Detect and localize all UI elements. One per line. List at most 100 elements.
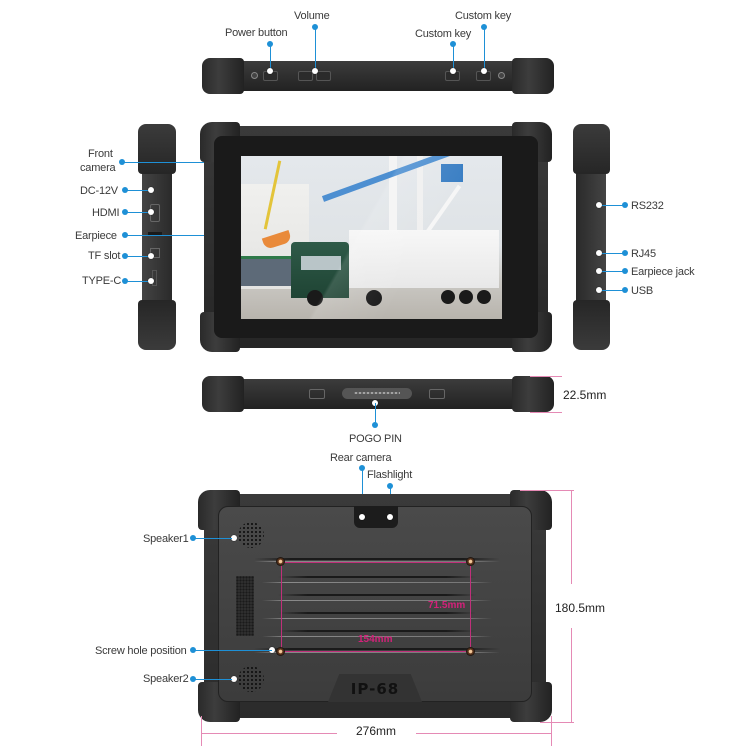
point-rear-camera (359, 514, 365, 520)
left-side-top-bumper (138, 124, 176, 174)
screw-hole-br (466, 647, 475, 656)
leader-front-camera (121, 162, 219, 163)
right-side-body (576, 144, 606, 330)
leader-dot-power (267, 41, 273, 47)
leader-dot-earpiece (122, 232, 128, 238)
rear-view: 71.5mm 154mm IP-68 (198, 490, 552, 722)
thickness-line-bottom (530, 412, 562, 413)
label-front-camera-line2: camera (80, 162, 116, 174)
leader-pogo-pin (375, 403, 376, 425)
height-line-upper (571, 490, 572, 584)
leader-dot-volume (312, 24, 318, 30)
rib-6 (254, 648, 500, 650)
mount-height-dimension: 71.5mm (428, 600, 466, 611)
top-view-left-bumper (202, 58, 244, 94)
label-custom-key-2: Custom key (455, 10, 512, 22)
label-power-button: Power button (225, 27, 288, 39)
bottom-view (202, 376, 554, 412)
leader-rear-camera (362, 468, 363, 516)
earpiece-port (148, 232, 162, 236)
top-screw-right (498, 72, 505, 79)
leader-dot-dc12v (122, 187, 128, 193)
height-line-bottom (540, 722, 574, 723)
leader-usb (599, 290, 625, 291)
thickness-line-top (530, 376, 562, 377)
crane-leg-1 (389, 156, 397, 236)
label-rs232: RS232 (631, 200, 664, 212)
leader-dc12v (124, 190, 150, 191)
leader-dot-usb (622, 287, 628, 293)
screw-hole-tl (276, 557, 285, 566)
leader-volume (315, 27, 316, 71)
screen-image (241, 156, 502, 319)
leader-dot-rj45 (622, 250, 628, 256)
point-screw-hole (269, 647, 275, 653)
rib-light-5 (262, 636, 492, 637)
rib-3 (278, 594, 476, 596)
label-flashlight: Flashlight (367, 469, 413, 481)
leader-dot-screw-hole (190, 647, 196, 653)
leader-dot-tf-slot (122, 253, 128, 259)
leader-speaker1 (192, 538, 232, 539)
truck-trailer (349, 230, 499, 288)
right-side-view (573, 124, 610, 350)
height-line-lower (571, 628, 572, 722)
point-earpiece-jack (596, 268, 602, 274)
point-speaker2 (231, 676, 237, 682)
leader-power (270, 44, 271, 70)
leader-screw-hole (192, 650, 272, 651)
label-speaker2: Speaker2 (143, 673, 189, 685)
width-line-right (416, 733, 551, 734)
right-side-top-bumper (573, 124, 610, 174)
leader-speaker2 (192, 679, 232, 680)
left-side-body (142, 144, 172, 330)
width-line-left (201, 733, 337, 734)
width-dimension: 276mm (356, 724, 397, 738)
point-rj45 (596, 250, 602, 256)
leader-dot-pogo-pin (372, 422, 378, 428)
ip68-badge-bezel (328, 674, 422, 702)
point-type-c (148, 278, 154, 284)
camera-module (354, 506, 398, 528)
leader-earpiece (124, 235, 220, 236)
label-speaker1: Speaker1 (143, 533, 189, 545)
left-side-bottom-bumper (138, 300, 176, 350)
rib-light-1 (254, 561, 500, 562)
bottom-view-left-bumper (202, 376, 244, 412)
label-type-c: TYPE-C (82, 275, 122, 287)
truck-wheel-5 (477, 290, 491, 304)
width-line-right-tick (551, 716, 552, 746)
left-side-view (138, 124, 176, 350)
truck-wheel-1 (307, 290, 323, 306)
leader-dot-hdmi (122, 209, 128, 215)
point-speaker1 (231, 535, 237, 541)
rib-2 (278, 576, 476, 578)
top-view-right-bumper (512, 58, 554, 94)
leader-earpiece-jack (599, 271, 625, 272)
point-usb (596, 287, 602, 293)
screw-hole-tr (466, 557, 475, 566)
bottom-slot-left (309, 389, 325, 399)
rib-light-4 (262, 618, 492, 619)
rib-light-6 (254, 652, 500, 653)
label-front-camera-line1: Front (88, 148, 113, 160)
label-earpiece: Earpiece (75, 230, 117, 242)
pogo-pins (354, 392, 400, 394)
point-custom-key-1 (450, 68, 456, 74)
speaker2-grille (238, 666, 264, 692)
rib-4 (278, 612, 476, 614)
truck-cab (291, 242, 349, 298)
leader-hdmi (124, 212, 150, 213)
top-screw-left (251, 72, 258, 79)
rib-1 (254, 558, 500, 560)
label-hdmi: HDMI (92, 207, 120, 219)
rib-light-2 (262, 582, 492, 583)
screw-hole-bl (276, 647, 285, 656)
rib-light-3 (262, 600, 492, 601)
point-tf-slot (148, 253, 154, 259)
leader-rj45 (599, 253, 625, 254)
truck-wheel-4 (459, 290, 473, 304)
mount-width-dimension: 154mm (358, 634, 393, 645)
label-custom-key-1: Custom key (415, 28, 472, 40)
volume-up-button (316, 71, 331, 81)
